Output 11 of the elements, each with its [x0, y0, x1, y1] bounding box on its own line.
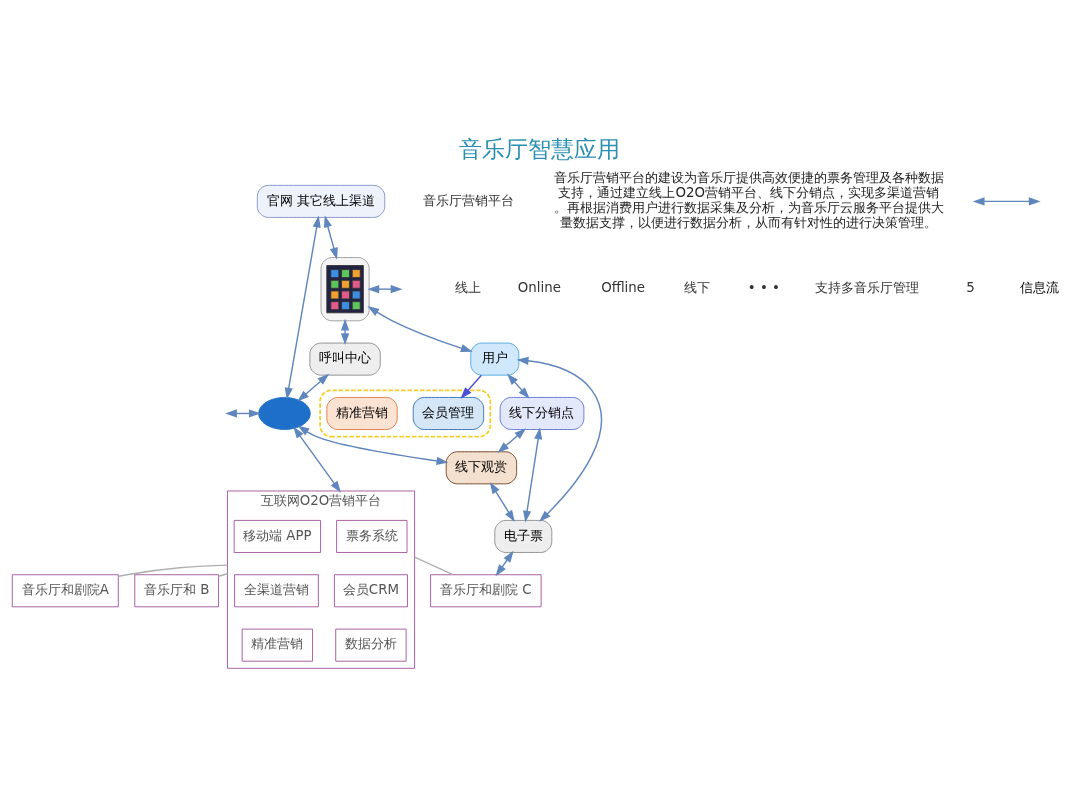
label: Offline — [601, 280, 646, 296]
legend-label: 信息流 — [1019, 280, 1059, 296]
label: • • • — [747, 280, 780, 296]
label: 5 — [966, 280, 975, 296]
label: Online — [517, 280, 561, 296]
label: 音乐厅营销平台 — [422, 192, 514, 208]
label: 线上 — [455, 280, 482, 296]
diagram-title: 音乐厅智慧应用 — [459, 135, 621, 162]
label: 音乐厅营销平台的建设为音乐厅提供高效便捷的票务管理及各种数据支持，通过建立线上O2O营销平台、线下分销点，实现多渠道营销。再根据消费用户进行数据采集及分析，为音乐厅云服务平台提供大量数据支撑，以便进行数据分析，从而有针对性的进行决策管理。 — [553, 169, 944, 231]
label: 支持多音乐厅管理 — [815, 280, 920, 296]
label: 线下 — [684, 280, 711, 296]
